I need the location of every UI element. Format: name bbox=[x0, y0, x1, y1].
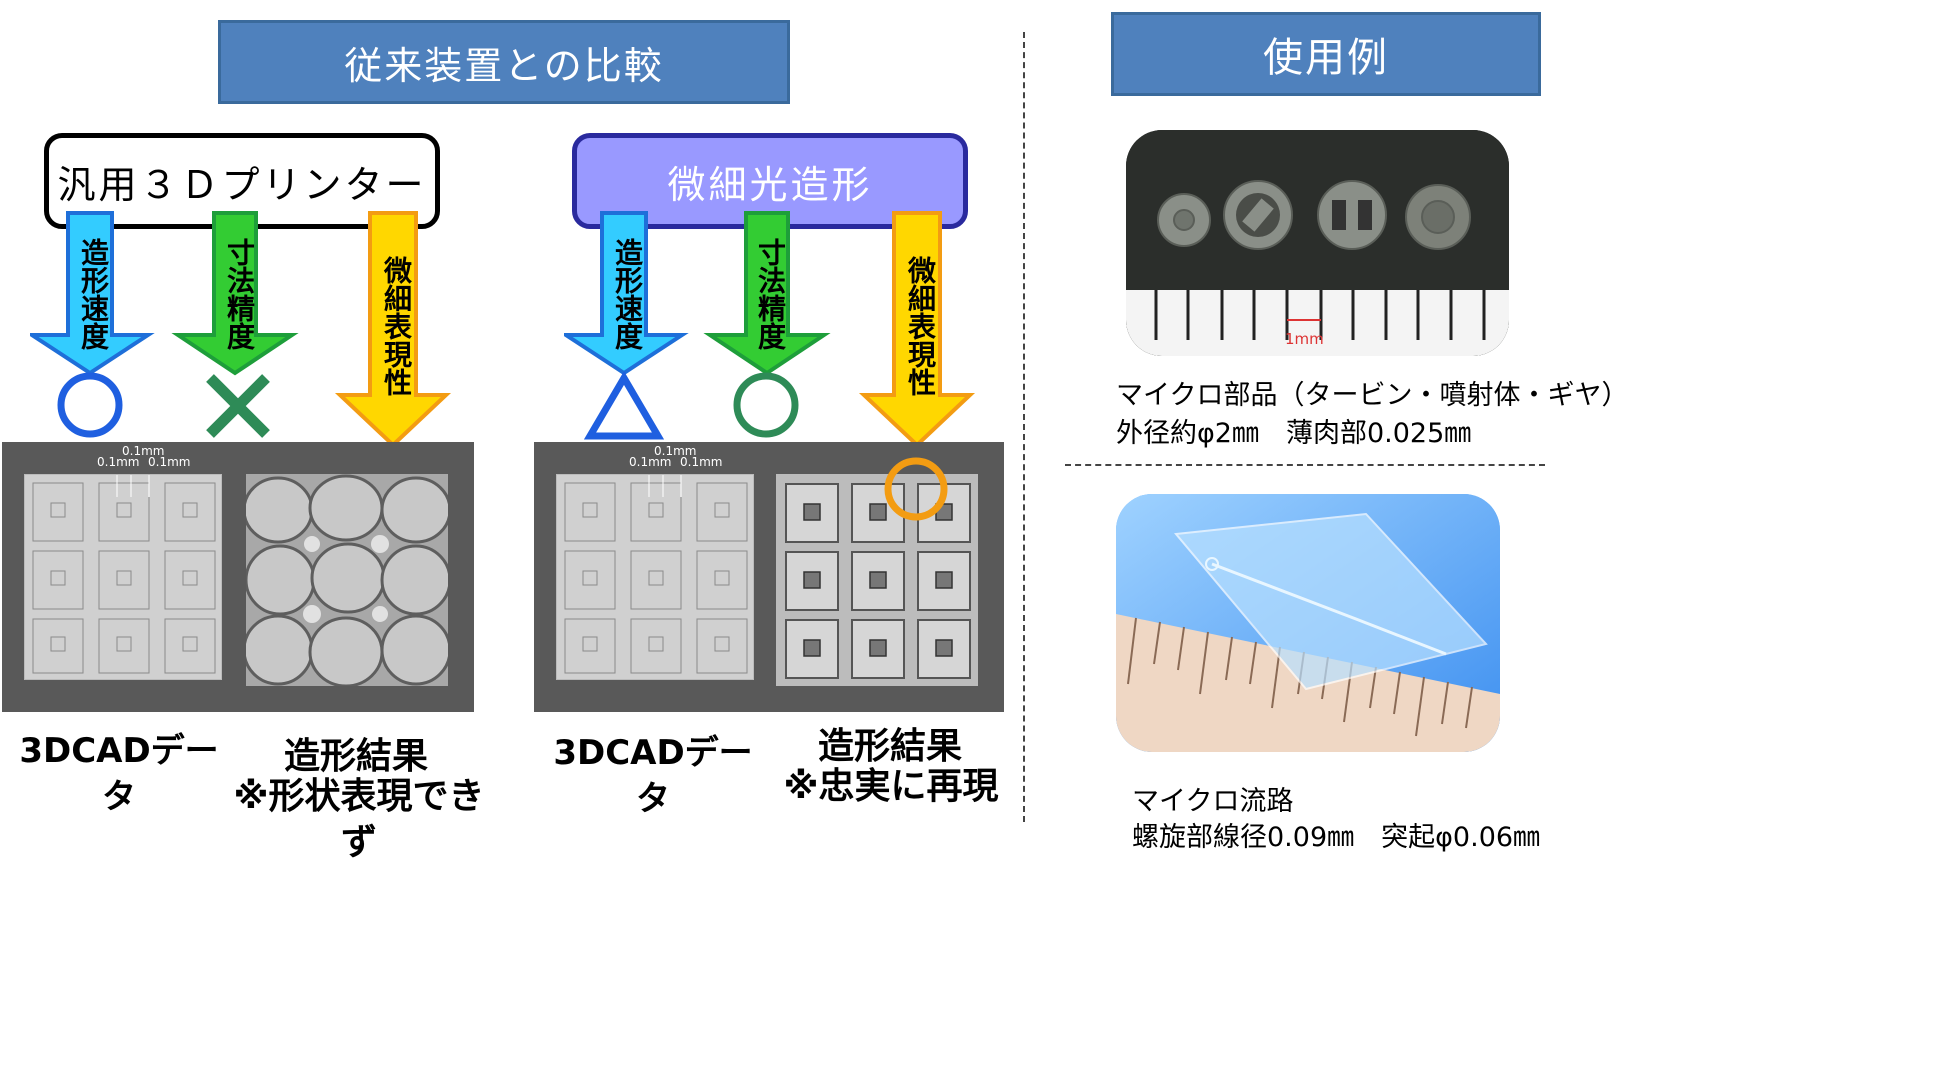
fineness-arrow bbox=[334, 211, 452, 448]
dimension-label: 0.1mm bbox=[654, 444, 697, 458]
rating-circle-icon bbox=[57, 372, 123, 438]
criteria-arrows-method2 bbox=[564, 211, 976, 448]
injector-part bbox=[1223, 180, 1293, 250]
dimension-label: 0.1mm bbox=[148, 455, 191, 469]
accuracy-arrow bbox=[171, 211, 299, 376]
rating-cross-icon bbox=[206, 374, 270, 438]
speed-arrow bbox=[564, 211, 689, 376]
turbine-part bbox=[1157, 193, 1211, 247]
comparison-banner-title: 従来装置との比較 bbox=[344, 43, 664, 88]
result-photo-printer bbox=[246, 474, 448, 686]
disk-part bbox=[1317, 180, 1387, 250]
cad-model-image bbox=[556, 474, 754, 680]
result-photo-micro bbox=[776, 474, 978, 686]
accuracy-arrow bbox=[703, 211, 831, 376]
micro-parts-caption: マイクロ部品（タービン・噴射体・ギヤ） bbox=[1116, 380, 1629, 411]
criterion-speed: 造形速度 bbox=[77, 238, 110, 350]
micro-parts-spec: 外径約φ2㎜ 薄肉部0.025㎜ bbox=[1116, 418, 1472, 449]
rating-circle-icon bbox=[733, 372, 799, 438]
usage-banner-title: 使用例 bbox=[1263, 35, 1389, 81]
micro-channel-spec: 螺旋部線径0.09㎜ 突起φ0.06㎜ bbox=[1132, 822, 1541, 853]
result-note: ※忠実に再現 bbox=[783, 766, 999, 807]
method-name: 微細光造形 bbox=[667, 162, 873, 207]
method-name: 汎用３Ｄプリンター bbox=[57, 162, 427, 207]
criterion-fineness: 微細表現性 bbox=[380, 256, 413, 396]
dimension-label: 0.1mm bbox=[629, 455, 672, 469]
cad-model-image bbox=[24, 474, 222, 680]
scale-label: 1mm bbox=[1285, 330, 1324, 348]
micro-channel-caption: マイクロ流路 bbox=[1132, 786, 1294, 817]
rating-triangle-icon bbox=[583, 371, 665, 440]
micro-channel-photo bbox=[1116, 494, 1500, 752]
result-circle-icon bbox=[884, 457, 948, 521]
result-note: ※形状表現できず bbox=[233, 776, 485, 863]
criteria-arrows-method1 bbox=[30, 211, 452, 448]
criterion-accuracy: 寸法精度 bbox=[223, 238, 256, 350]
criterion-speed: 造形速度 bbox=[611, 238, 644, 350]
criterion-accuracy: 寸法精度 bbox=[754, 238, 787, 350]
cad-data-label: 3DCADデータ bbox=[19, 731, 219, 817]
criterion-fineness: 微細表現性 bbox=[904, 256, 937, 396]
usage-banner: 使用例 bbox=[1111, 12, 1541, 96]
dimension-label: 0.1mm bbox=[97, 455, 140, 469]
fineness-arrow bbox=[858, 211, 976, 448]
result-label: 造形結果 bbox=[283, 736, 428, 777]
dimension-label: 0.1mm bbox=[122, 444, 165, 458]
dimension-label: 0.1mm bbox=[680, 455, 723, 469]
gear-part bbox=[1405, 184, 1471, 250]
speed-arrow bbox=[30, 211, 155, 376]
comparison-banner: 従来装置との比較 bbox=[218, 20, 790, 104]
micro-parts-photo bbox=[1126, 130, 1509, 356]
cad-data-label: 3DCADデータ bbox=[553, 733, 753, 819]
vertical-divider bbox=[1023, 32, 1025, 822]
result-label: 造形結果 bbox=[817, 726, 962, 767]
horizontal-divider bbox=[1065, 464, 1545, 466]
